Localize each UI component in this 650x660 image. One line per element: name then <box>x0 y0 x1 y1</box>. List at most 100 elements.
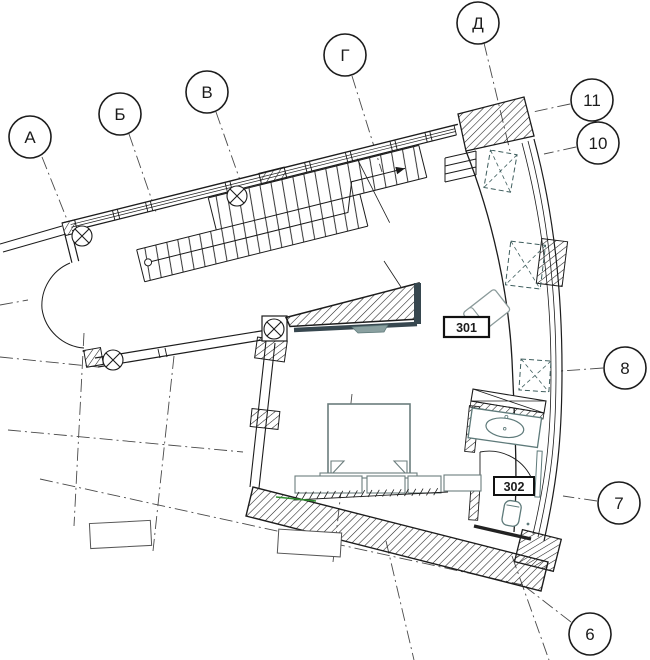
bathroom <box>464 388 547 541</box>
axis-bubble-d: Д <box>456 1 500 45</box>
axis-line-10 <box>543 146 577 155</box>
axis-bubble-11: 11 <box>570 78 614 122</box>
axis-line-7-west <box>7 429 244 453</box>
axis-bubble-a-label: А <box>24 128 36 147</box>
shower-glass-panel <box>534 450 543 498</box>
axis-line-11 <box>532 103 571 113</box>
stair-arrow-head <box>395 166 405 175</box>
cross-circle-1 <box>71 225 93 247</box>
shaft-box-1 <box>483 149 518 193</box>
axis-line-7 <box>562 495 598 502</box>
bath-shaft-x-lines <box>471 388 546 414</box>
lobby-south-wall <box>94 329 269 368</box>
room-tag-302-label: 302 <box>504 480 525 494</box>
axis-bubble-8: 8 <box>603 346 647 390</box>
axis-line-b <box>128 133 157 213</box>
axis-line-v <box>215 111 242 184</box>
shaft-boxes <box>483 149 552 393</box>
axis-bubble-7-label: 7 <box>614 494 623 513</box>
room-tag-301-box <box>442 315 491 339</box>
green-accent-line <box>275 496 317 502</box>
axis-bubble-g: Г <box>323 33 367 77</box>
bedside-cabinet-1 <box>294 475 363 494</box>
tv-partition <box>284 282 421 334</box>
axis-line-8 <box>560 367 604 372</box>
grid-line-vert-1 <box>73 332 85 527</box>
shower-threshold <box>473 524 532 541</box>
sill-hatch-ticks <box>294 488 439 500</box>
axis-bubble-8-label: 8 <box>620 359 629 378</box>
axis-bubble-v-label: В <box>201 83 212 102</box>
toilet <box>501 499 522 527</box>
axis-line-8-west <box>0 356 99 368</box>
column-hatch-east-curve <box>535 238 569 287</box>
tv-stand <box>351 324 389 334</box>
corner-column-hatch-ne <box>457 96 535 152</box>
axis-bubble-a: А <box>8 115 52 159</box>
west-wall-stubs <box>0 225 67 253</box>
grid-line-stub <box>0 299 29 306</box>
corner-column-hatch-se <box>513 528 563 573</box>
terrace-outline-bottom <box>276 528 343 558</box>
curved-window-outer-line <box>533 138 563 542</box>
toilet-flush-dot <box>526 522 530 526</box>
grid-line-bottom-1 <box>385 540 415 660</box>
bedside-cabinet-4 <box>443 474 482 492</box>
axis-bubble-6-label: 6 <box>585 625 594 644</box>
room-tag-301-label: 301 <box>456 321 477 335</box>
window-mullions <box>112 125 457 221</box>
axis-line-6 <box>522 584 572 623</box>
cross-circle-2 <box>226 185 248 207</box>
room-tag-302-box <box>493 476 535 496</box>
bedroom-furniture <box>294 403 482 494</box>
column-hatch-sw-lobby <box>83 346 105 368</box>
axis-bubble-10: 10 <box>576 121 620 165</box>
bath-north-wall-hatch <box>469 400 545 420</box>
axis-bubble-d-label: Д <box>472 14 484 33</box>
hatched-columns <box>83 96 569 592</box>
entry-door-swing-lower <box>41 308 85 349</box>
axis-bubble-g-label: Г <box>340 46 349 65</box>
stair-flight-upper <box>208 145 427 230</box>
bathroom-door-swing <box>479 450 532 478</box>
axis-bubbles: А Б В Г Д 11 10 8 <box>8 1 647 656</box>
axis-bubble-b-label: Б <box>114 105 125 124</box>
stair-break-line <box>356 158 391 223</box>
cross-circle-4 <box>263 318 285 340</box>
wedge-partition-wall <box>284 282 420 328</box>
cross-circle-3 <box>102 349 124 371</box>
room-tag-302: 302 <box>493 476 535 496</box>
axis-bubble-7: 7 <box>597 481 641 525</box>
axis-bubble-6: 6 <box>568 612 612 656</box>
vanity-sink <box>467 407 543 449</box>
axis-bubble-11-label: 11 <box>583 91 601 110</box>
staircase <box>136 144 428 283</box>
grid-line-vert-2 <box>152 355 175 552</box>
stair-hall-wing <box>61 123 461 283</box>
lobby-wall-window-tick <box>157 347 168 359</box>
axis-line-g <box>351 75 383 173</box>
entry-door-swing-upper <box>41 262 71 310</box>
bed-wall-sill-line <box>293 491 449 501</box>
terrace-outline-left <box>88 519 153 550</box>
column-hatch-bedroom-2 <box>249 408 281 430</box>
axis-line-a <box>41 156 69 223</box>
interior-steps <box>444 150 477 183</box>
axis-bubble-v: В <box>185 70 229 114</box>
bed-pillow-right <box>392 460 408 477</box>
tv-wall-leader-line <box>383 260 402 288</box>
stair-outline <box>136 144 428 283</box>
room-tag-301: 301 <box>442 315 491 339</box>
stair-flight-lower <box>136 194 368 282</box>
tv-side-panel <box>414 283 421 324</box>
shaft-box-2 <box>504 240 547 290</box>
axis-bubble-b: Б <box>98 92 142 136</box>
curved-window-line-2 <box>527 140 557 538</box>
axis-bubble-10-label: 10 <box>589 134 608 153</box>
stair-direction-arrow <box>151 167 406 262</box>
bedside-cabinet-2 <box>366 475 406 494</box>
shaft-box-3 <box>518 358 552 393</box>
bed-pillow-left <box>330 460 346 477</box>
